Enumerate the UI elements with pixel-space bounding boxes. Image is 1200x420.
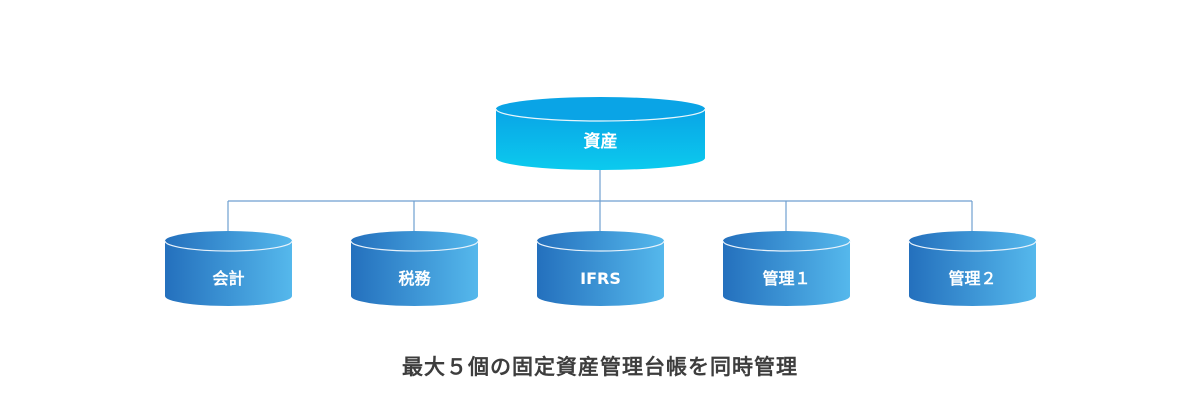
- child-cylinder-body: [909, 241, 1036, 306]
- child-cylinder-rim: [164, 240, 293, 252]
- child-cylinder-rim: [908, 240, 1037, 252]
- child-label: 税務: [398, 269, 431, 288]
- root-node: 資産: [495, 97, 706, 170]
- child-label: IFRS: [580, 269, 621, 288]
- child-cylinder-top: [909, 231, 1036, 251]
- caption: 最大５個の固定資産管理台帳を同時管理: [402, 355, 798, 379]
- child-label: 管理２: [948, 269, 996, 288]
- root-cylinder-body: [496, 109, 705, 170]
- child-nodes: 会計 税務 IFRS 管理１ 管理２: [164, 231, 1037, 306]
- child-cylinder-body: [723, 241, 850, 306]
- child-cylinder-rim: [536, 240, 665, 252]
- child-node: 管理１: [722, 231, 851, 306]
- child-cylinder-body: [351, 241, 478, 306]
- child-cylinder-top: [351, 231, 478, 251]
- root-cylinder-top: [496, 97, 705, 121]
- child-label: 管理１: [762, 269, 810, 288]
- child-cylinder-body: [537, 241, 664, 306]
- child-cylinder-rim: [722, 240, 851, 252]
- child-node: 税務: [350, 231, 479, 306]
- child-cylinder-body: [165, 241, 292, 306]
- child-cylinder-top: [165, 231, 292, 251]
- connectors: [227, 168, 973, 236]
- child-label: 会計: [212, 269, 244, 288]
- child-cylinder-rim: [350, 240, 479, 252]
- child-cylinder-top: [537, 231, 664, 251]
- child-cylinder-top: [723, 231, 850, 251]
- child-node: 会計: [164, 231, 293, 306]
- child-node: IFRS: [536, 231, 665, 306]
- root-cylinder-rim: [495, 108, 706, 122]
- root-label: 資産: [584, 131, 618, 152]
- child-node: 管理２: [908, 231, 1037, 306]
